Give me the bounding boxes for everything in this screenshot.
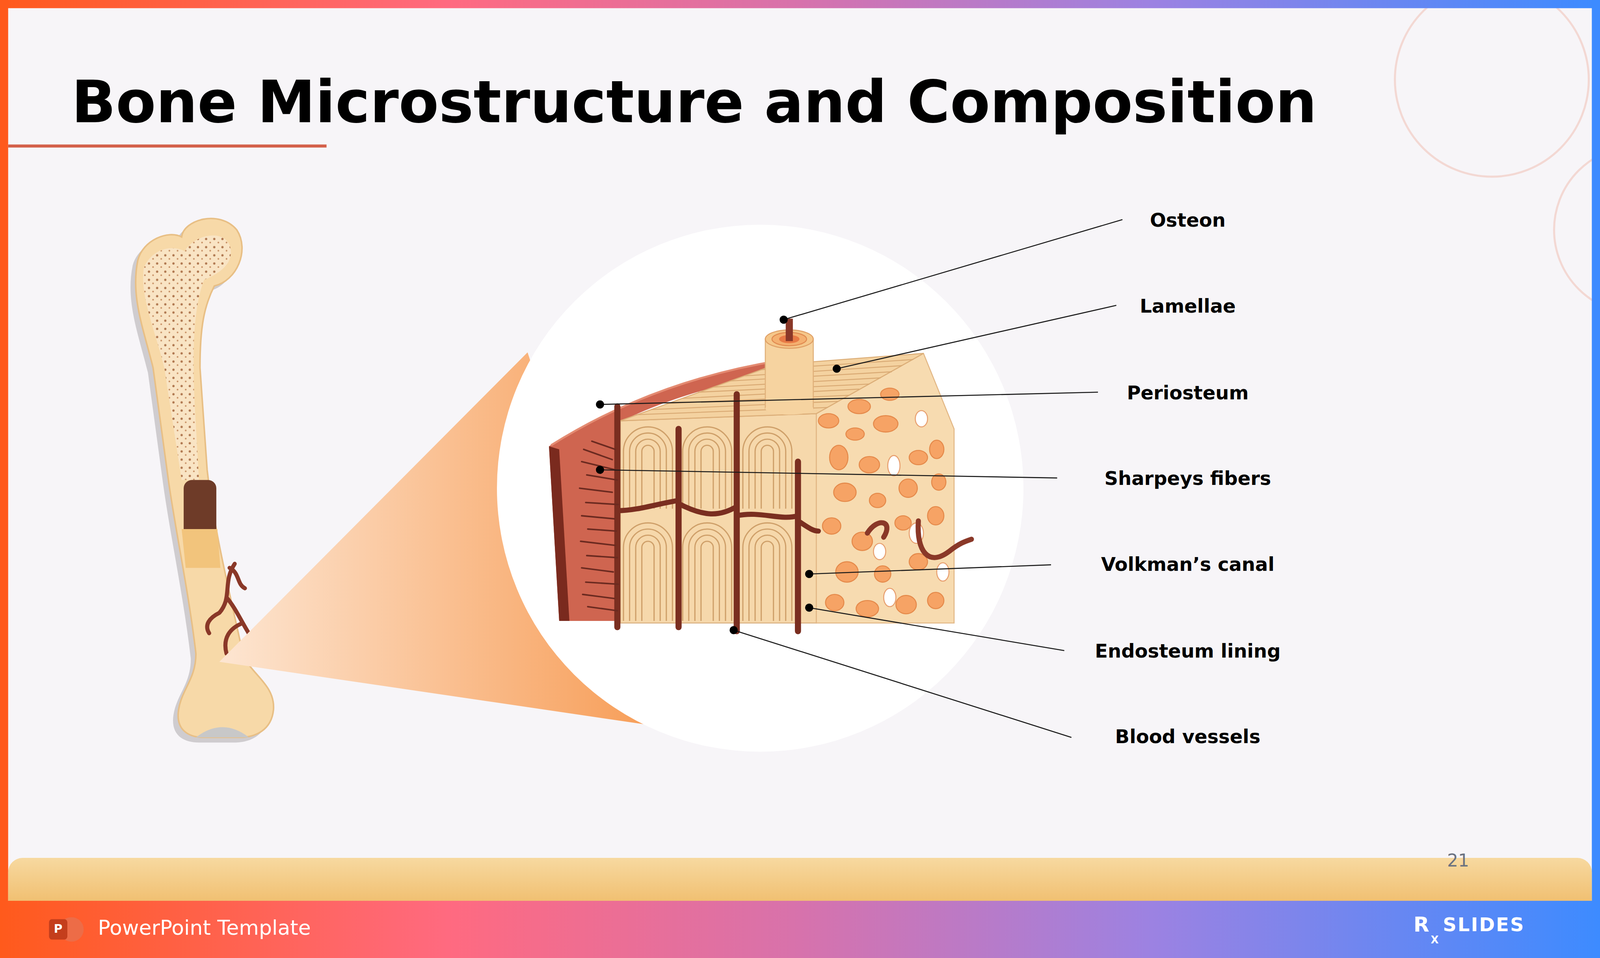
spongy-holes bbox=[909, 450, 928, 465]
decor-circle bbox=[1395, 0, 1589, 177]
spongy-holes bbox=[852, 532, 873, 551]
condyle-shadow bbox=[195, 727, 250, 738]
bone-section bbox=[181, 528, 221, 568]
periosteum-edge bbox=[548, 446, 570, 621]
leader-lines bbox=[809, 607, 1065, 651]
spongy-holes bbox=[874, 565, 891, 582]
spongy-holes bbox=[855, 600, 879, 617]
osteon-arches bbox=[623, 522, 673, 621]
blood-vessels bbox=[733, 394, 741, 631]
spongy-holes bbox=[873, 415, 898, 432]
spongy-vessels bbox=[867, 522, 888, 538]
leader-dots bbox=[729, 625, 738, 635]
right-bar bbox=[1591, 0, 1600, 958]
part-label: Periosteum bbox=[1126, 381, 1249, 404]
title-underline bbox=[8, 144, 327, 148]
spongy-holes bbox=[895, 595, 917, 614]
osteon-arches bbox=[623, 426, 792, 621]
part-label: Blood vessels bbox=[1115, 725, 1261, 748]
left-bar bbox=[0, 0, 9, 958]
spongy-holes bbox=[833, 482, 856, 502]
logo-letter: R bbox=[1413, 912, 1430, 937]
leader-lines bbox=[600, 219, 1123, 737]
volkman-canals bbox=[617, 500, 819, 531]
leader-dots bbox=[779, 315, 788, 324]
leader-dots bbox=[595, 465, 605, 474]
leader-dots bbox=[805, 603, 814, 612]
spongy-spaces bbox=[936, 562, 949, 581]
spongy-spaces bbox=[887, 455, 901, 476]
part-label: Endosteum lining bbox=[1094, 640, 1281, 662]
part-label: Sharpeys fibers bbox=[1104, 467, 1271, 490]
osteon-arches bbox=[682, 522, 732, 621]
leader-lines bbox=[733, 629, 1072, 737]
spongy-holes bbox=[829, 445, 849, 470]
leader-lines bbox=[783, 219, 1123, 320]
leader-dots bbox=[805, 569, 814, 579]
leader-dots bbox=[595, 400, 605, 409]
spongy-holes bbox=[898, 478, 918, 498]
spongy-holes bbox=[880, 387, 900, 400]
footer-text: PowerPoint Template bbox=[98, 915, 311, 940]
spongy-holes bbox=[818, 387, 947, 617]
spongy-spaces bbox=[873, 543, 886, 560]
leader-lines bbox=[809, 564, 1052, 574]
leader-dots bbox=[595, 315, 841, 635]
osteon-cylinder bbox=[765, 402, 814, 415]
sharpeys-fibers bbox=[579, 440, 619, 611]
logo-letter: X bbox=[1430, 933, 1439, 946]
app-icon-letter: P bbox=[53, 921, 63, 936]
osteon-arches bbox=[682, 426, 732, 509]
spongy-holes bbox=[869, 493, 886, 508]
spongy-spaces bbox=[915, 410, 928, 427]
osteon-arches bbox=[623, 426, 673, 509]
sharpeys-fibers bbox=[579, 440, 619, 611]
spongy-holes bbox=[822, 517, 841, 534]
app-icon bbox=[48, 919, 68, 940]
volkman-canals bbox=[617, 500, 819, 531]
page-number: 21 bbox=[1447, 850, 1470, 871]
osteon-arches bbox=[742, 426, 792, 509]
spongy-spaces bbox=[873, 410, 949, 607]
blood-vessels bbox=[794, 461, 802, 631]
spongy-bone bbox=[143, 235, 231, 480]
leader-dots bbox=[832, 364, 841, 373]
leader-lines bbox=[600, 392, 1099, 405]
footer-bar bbox=[0, 900, 1600, 958]
osteon-cylinder bbox=[765, 338, 814, 409]
part-label: Volkman’s canal bbox=[1101, 553, 1275, 575]
zoom-circle bbox=[496, 224, 1024, 752]
osteon-arches bbox=[742, 522, 792, 621]
spongy-vessels bbox=[918, 520, 972, 558]
part-label: Osteon bbox=[1149, 209, 1226, 232]
spongy-vessels bbox=[867, 520, 972, 558]
slide-title: Bone Microstructure and Composition bbox=[71, 68, 1317, 136]
part-label: Lamellae bbox=[1139, 295, 1236, 317]
leader-lines bbox=[600, 469, 1058, 479]
spongy-holes bbox=[846, 427, 865, 440]
top-bar bbox=[0, 0, 1600, 9]
logo-text: SLIDES bbox=[1442, 913, 1525, 936]
blood-vessels bbox=[614, 406, 621, 627]
spongy-holes bbox=[927, 592, 944, 609]
spongy-holes bbox=[859, 456, 880, 473]
spongy-holes bbox=[894, 515, 912, 530]
leader-lines bbox=[836, 305, 1117, 369]
blood-vessels bbox=[675, 428, 682, 627]
spongy-spaces bbox=[883, 587, 896, 607]
spongy-holes bbox=[929, 440, 944, 459]
spongy-holes bbox=[825, 594, 845, 611]
spongy-holes bbox=[848, 399, 871, 414]
spongy-holes bbox=[927, 506, 944, 525]
spongy-holes bbox=[818, 413, 840, 428]
